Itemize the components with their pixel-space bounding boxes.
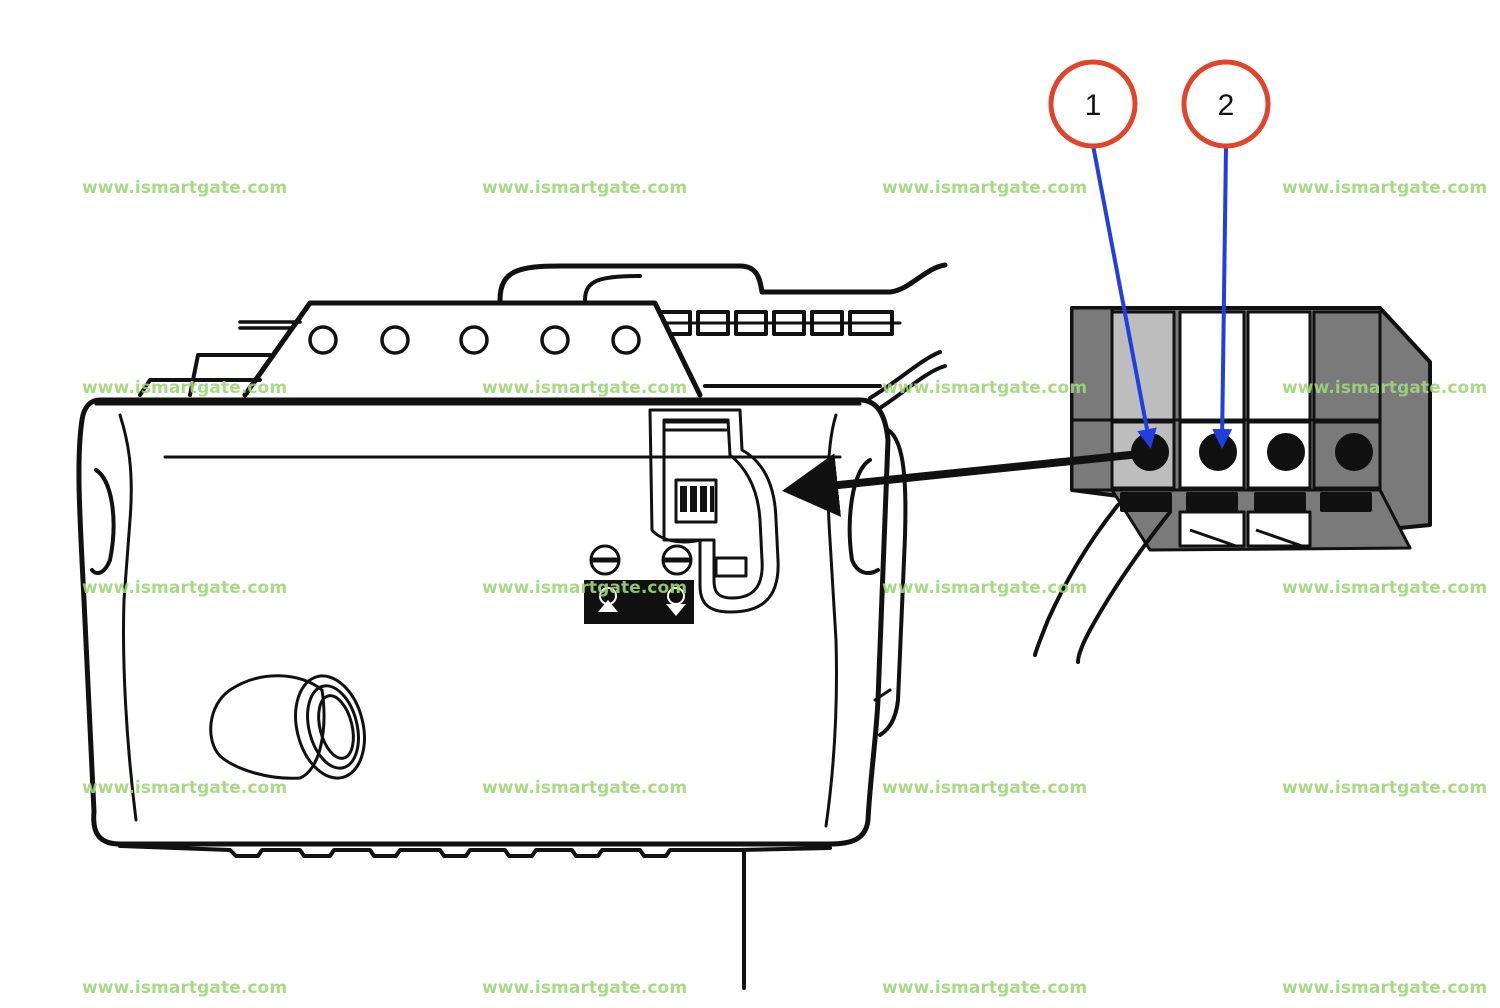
terminal-screw-3	[1267, 433, 1305, 471]
wire-right	[1076, 510, 1172, 664]
callout-1: 1	[1048, 59, 1138, 149]
light-bulb-lens	[209, 674, 366, 780]
dip-switches	[680, 486, 714, 512]
terminal-slot-2	[1178, 310, 1246, 424]
opener-motor-unit	[76, 262, 948, 990]
wire-left	[1033, 503, 1120, 657]
terminal-block-enlarged	[1033, 306, 1432, 664]
callout-2-number: 2	[1218, 89, 1235, 122]
rail-cover	[497, 262, 948, 303]
terminal-slot-3	[1246, 310, 1312, 424]
terminal-screw-4	[1335, 433, 1373, 471]
terminal-slot-4	[1312, 310, 1382, 424]
housing-body	[76, 397, 891, 847]
mounting-plate	[242, 300, 703, 398]
zoom-pointer-arrow	[782, 450, 1141, 517]
terminal-screw-2	[1199, 433, 1237, 471]
callout-2: 2	[1181, 59, 1271, 149]
callout-1-arrow	[1091, 144, 1157, 449]
housing-terminal-panel	[648, 408, 780, 614]
drive-chain	[648, 310, 902, 336]
callout-1-number: 1	[1085, 89, 1102, 122]
bottom-vents	[118, 844, 832, 858]
callout-2-arrow	[1212, 146, 1233, 449]
limit-adjust-screws	[584, 544, 694, 624]
